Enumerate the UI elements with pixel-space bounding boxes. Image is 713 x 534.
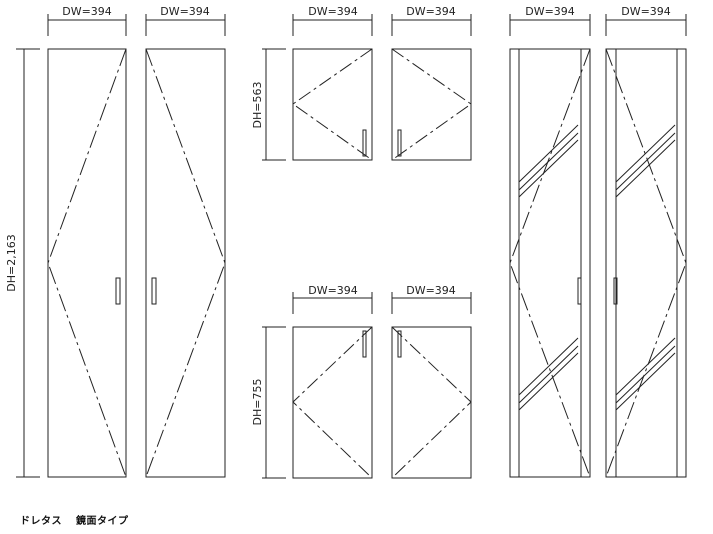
door-handle — [613, 277, 618, 305]
door-handle — [151, 277, 157, 305]
mirror-reflection-lines — [518, 124, 579, 411]
mirror-door-1 — [509, 14, 591, 478]
product-name: ドレタス — [20, 516, 62, 527]
diagram-caption: ドレタス 鏡面タイプ — [20, 512, 143, 527]
lower-height-label: DH=755 — [251, 379, 264, 426]
width-label: DW=394 — [62, 5, 112, 18]
finish-type: 鏡面タイプ — [76, 516, 129, 527]
width-label: DW=394 — [308, 284, 358, 297]
width-label: DW=394 — [406, 5, 456, 18]
lower-height-dimension — [262, 326, 286, 479]
width-label: DW=394 — [308, 5, 358, 18]
width-label: DW=394 — [621, 5, 671, 18]
upper-height-label: DH=563 — [251, 82, 264, 129]
upper-door-b — [391, 14, 472, 161]
door-handle — [577, 277, 582, 305]
tall-height-label: DH=2,163 — [5, 234, 18, 291]
door-handle — [115, 277, 121, 305]
width-label: DW=394 — [160, 5, 210, 18]
door-handle — [362, 129, 367, 157]
tall-door-1 — [47, 14, 127, 478]
width-label: DW=394 — [406, 284, 456, 297]
lower-door-a — [292, 292, 373, 479]
door-handle — [362, 330, 367, 358]
tall-height-dimension — [16, 48, 40, 478]
tall-door-2 — [145, 14, 226, 478]
width-label: DW=394 — [525, 5, 575, 18]
lower-door-b — [391, 292, 472, 479]
mirror-reflection-lines — [615, 124, 676, 411]
door-handle — [397, 129, 402, 157]
upper-door-a — [292, 14, 373, 161]
upper-height-dimension — [262, 48, 286, 161]
door-handle — [397, 330, 402, 358]
mirror-door-2 — [605, 14, 687, 478]
